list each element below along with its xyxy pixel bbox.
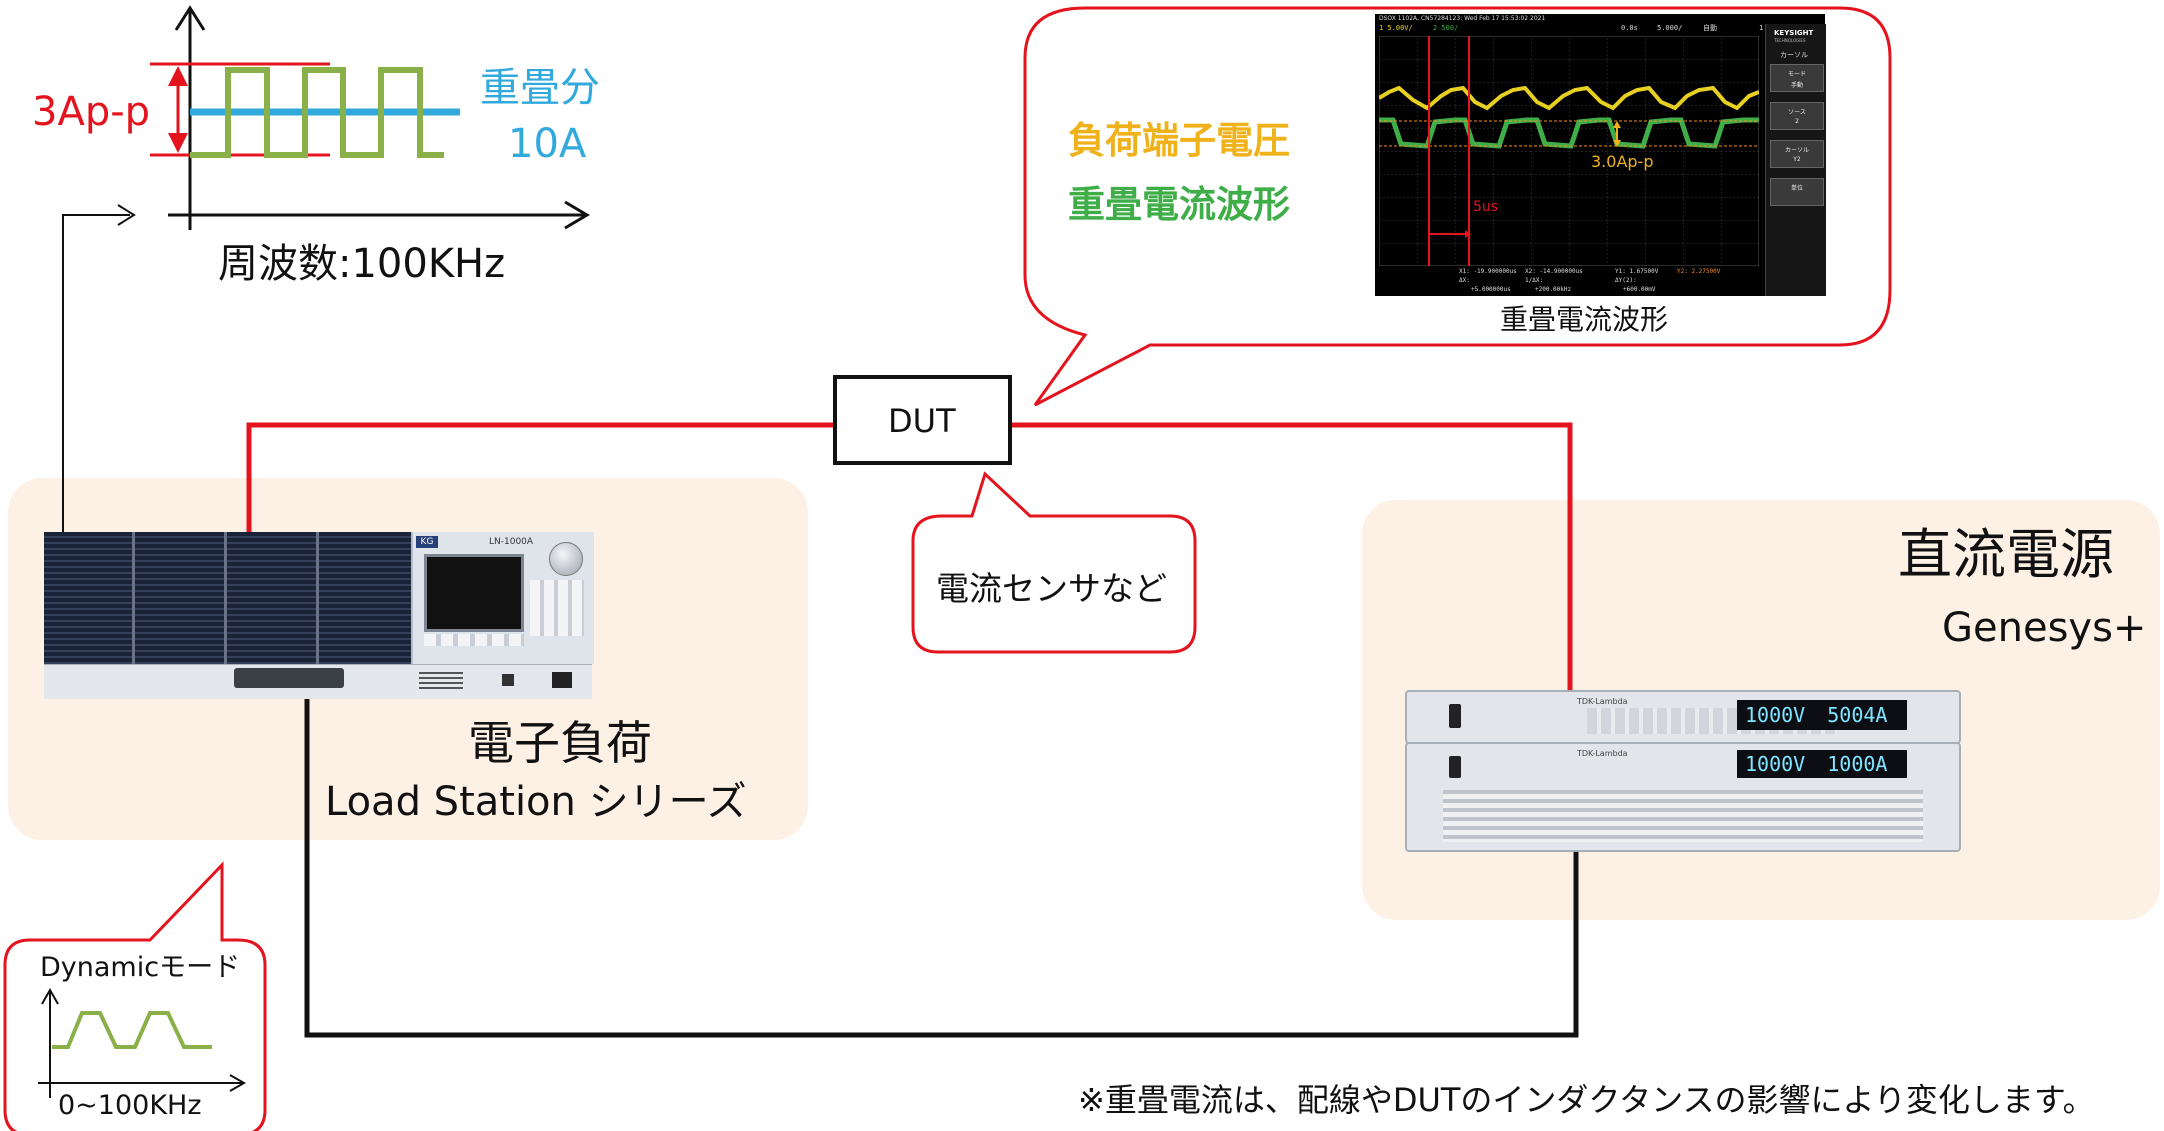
scope-menu-item-value: 2 bbox=[1795, 118, 1799, 125]
signal-line bbox=[62, 214, 130, 535]
load-lan-port bbox=[552, 672, 572, 688]
legend-current: 重畳電流波形 bbox=[1068, 183, 1290, 226]
psu-display-top: 1000V 5004A bbox=[1737, 700, 1907, 730]
square-wave bbox=[190, 67, 444, 158]
scope-status-bar: 1 5.00V/ 2 500/ 0.0s 5.000/ 自動 1 20.4V bbox=[1375, 24, 1789, 34]
scope-menu-item-label: 単位 bbox=[1790, 185, 1803, 192]
dynamic-chart bbox=[38, 987, 247, 1098]
psu-current-top: 5004A bbox=[1827, 703, 1888, 727]
scope-voltage-trace bbox=[1379, 85, 1759, 111]
amplitude-label: 3Ap-p bbox=[32, 89, 151, 135]
scope-ch1-scale: 1 5.00V/ bbox=[1379, 24, 1413, 32]
sensor-bubble bbox=[911, 471, 1197, 654]
psu-voltage-bottom: 1000V bbox=[1745, 752, 1806, 776]
scope-menu-item-label: モード bbox=[1787, 71, 1806, 78]
scope-menu-item: カーソル Y2 bbox=[1770, 140, 1824, 168]
scope-plot bbox=[1379, 36, 1759, 266]
scope-time-scale: 5.000/ bbox=[1657, 24, 1683, 32]
scope-readout-dx-label: ΔX: bbox=[1459, 277, 1470, 284]
load-function-keys bbox=[424, 634, 524, 646]
psu-current-bottom: 1000A bbox=[1827, 752, 1888, 776]
scope-readout-x2: X2: -14.900000us bbox=[1525, 268, 1583, 275]
load-vent bbox=[419, 672, 463, 690]
scope-time-annotation: 5us bbox=[1473, 199, 1499, 215]
load-series: Load Station シリーズ bbox=[325, 779, 747, 825]
load-title: 電子負荷 bbox=[468, 716, 652, 770]
waveform-axes bbox=[168, 5, 590, 230]
scope-readout: X1: -19.900000us X2: -14.900000us Y1: 1.… bbox=[1375, 266, 1765, 296]
psu-brand-top: TDK-Lambda bbox=[1577, 697, 1628, 706]
electronic-load-device: KG LN-1000A bbox=[44, 532, 594, 699]
scope-header: DSOX 1102A, CN57284123: Wed Feb 17 15:53… bbox=[1379, 15, 1546, 22]
frequency-label: 周波数:100KHz bbox=[218, 241, 506, 287]
scope-amplitude-annotation: 3.0Ap-p bbox=[1591, 152, 1654, 171]
load-lcd-screen bbox=[424, 554, 524, 632]
scope-readout-y1: Y1: 1.67500V bbox=[1615, 268, 1659, 275]
scope-menu-panel: KEYSIGHT TECHNOLOGIES カーソル モード 手動 ソース 2 … bbox=[1765, 24, 1826, 296]
offset-label: 重畳分 bbox=[480, 65, 600, 111]
dynamic-range: 0~100KHz bbox=[58, 1090, 202, 1121]
load-front-grille bbox=[44, 532, 411, 664]
scope-caption: 重畳電流波形 bbox=[1500, 303, 1669, 336]
scope-menu-item: 単位 bbox=[1770, 178, 1824, 206]
dut-label: DUT bbox=[888, 402, 956, 440]
dynamic-bubble bbox=[3, 861, 267, 1131]
scope-readout-inv-label: 1/ΔX: bbox=[1525, 277, 1544, 284]
scope-menu-title: カーソル bbox=[1780, 51, 1808, 59]
scope-menu-item-value: 手動 bbox=[1790, 82, 1803, 89]
load-brand-logo: KG bbox=[416, 536, 438, 548]
dynamic-title: Dynamicモード bbox=[40, 952, 241, 983]
scope-readout-y2: Y2: 2.27500V bbox=[1677, 268, 1721, 275]
scope-readout-dy-label: ΔY(2): bbox=[1615, 277, 1637, 284]
waveform-x-axis-arrow bbox=[564, 200, 590, 230]
load-model-label: LN-1000A bbox=[489, 537, 534, 547]
psu-brand-bottom: TDK-Lambda bbox=[1577, 749, 1628, 758]
power-supply-title: 直流電源 bbox=[1898, 523, 2114, 586]
scope-readout-dy: +600.00mV bbox=[1623, 286, 1656, 293]
load-keypad bbox=[530, 580, 584, 636]
scope-brand-sub: TECHNOLOGIES bbox=[1774, 38, 1806, 43]
psu-display-bottom: 1000V 1000A bbox=[1737, 750, 1907, 778]
psu-vent-grille bbox=[1443, 790, 1923, 842]
scope-brand: KEYSIGHT bbox=[1774, 29, 1814, 37]
power-supply-device: TDK-Lambda 1000V 5004A TDK-Lambda 1000V … bbox=[1405, 690, 1961, 852]
load-usb-port bbox=[502, 674, 514, 686]
scope-readout-dx: +5.000000us bbox=[1471, 286, 1511, 293]
waveform-y-axis-arrow bbox=[174, 5, 206, 31]
scope-menu-item-label: カーソル bbox=[1784, 147, 1809, 154]
scope-menu-item: ソース 2 bbox=[1770, 102, 1824, 130]
dynamic-trapezoid-wave bbox=[52, 1011, 212, 1049]
scope-menu-item: モード 手動 bbox=[1770, 64, 1824, 92]
black-wire bbox=[304, 690, 1579, 1038]
sensor-label: 電流センサなど bbox=[936, 569, 1167, 608]
psu-unit-top: TDK-Lambda 1000V 5004A bbox=[1405, 690, 1961, 744]
scope-readout-x1: X1: -19.900000us bbox=[1459, 268, 1517, 275]
scope-time-offset: 0.0s bbox=[1621, 24, 1638, 32]
scope-ch2-scale: 2 500/ bbox=[1433, 24, 1459, 32]
legend-voltage: 負荷端子電圧 bbox=[1068, 119, 1290, 162]
scope-menu-item-value: Y2 bbox=[1793, 156, 1801, 163]
load-terminals bbox=[234, 668, 344, 688]
scope-menu-item-label: ソース bbox=[1788, 109, 1806, 116]
power-supply-name: Genesys+ bbox=[1942, 605, 2147, 651]
scope-trigger-mode: 自動 bbox=[1703, 24, 1717, 32]
footnote: ※重畳電流は、配線やDUTのインダクタンスの影響により変化します。 bbox=[1078, 1081, 2095, 1119]
load-knob bbox=[549, 542, 583, 576]
psu-voltage-top: 1000V bbox=[1745, 703, 1806, 727]
dut-box bbox=[833, 375, 1012, 465]
oscilloscope-screenshot: DSOX 1102A, CN57284123: Wed Feb 17 15:53… bbox=[1375, 14, 1826, 296]
offset-value: 10A bbox=[508, 121, 587, 167]
psu-unit-bottom: TDK-Lambda 1000V 1000A bbox=[1405, 742, 1961, 852]
signal-line-arrow bbox=[117, 204, 136, 226]
scope-readout-inv: +200.00kHz bbox=[1535, 286, 1572, 293]
